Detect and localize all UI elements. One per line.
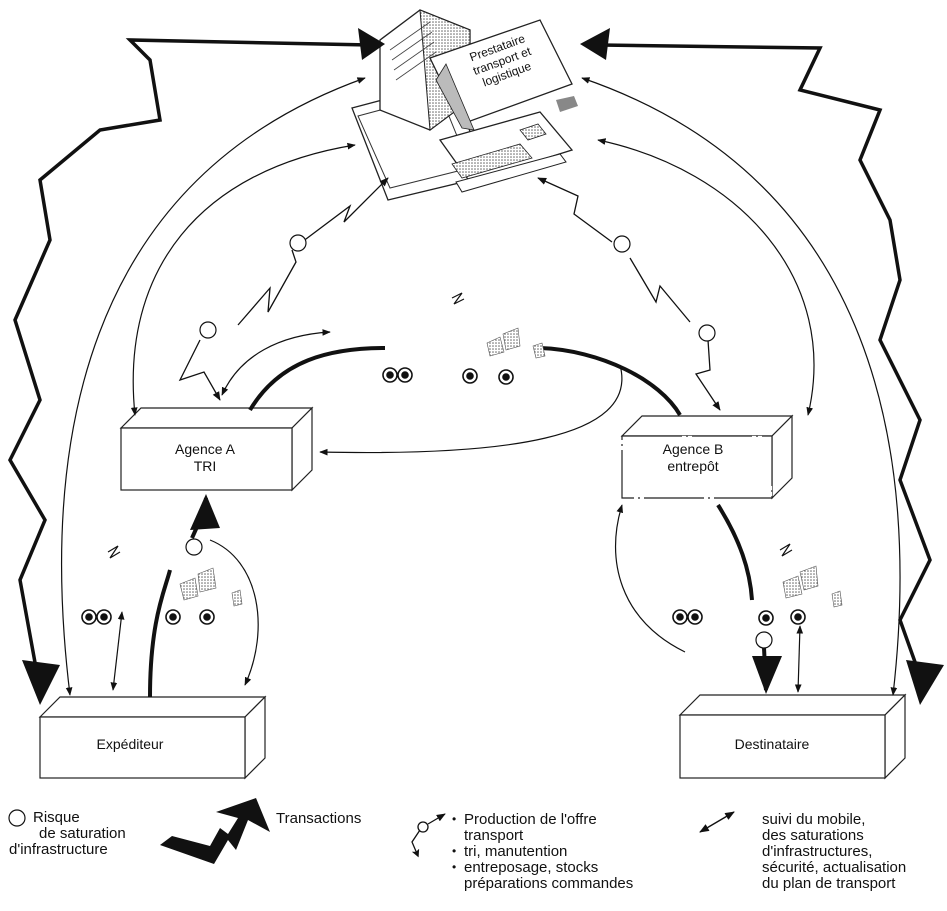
parcels xyxy=(179,327,843,608)
legend-production: Production de l'offre transport tri, man… xyxy=(452,811,634,892)
legend-production-item-2: tri, manutention xyxy=(452,843,633,860)
agence-b-line-2: entrepôt xyxy=(667,458,719,474)
legend-suivi: suivi du mobile, des saturations d'infra… xyxy=(762,812,906,892)
legend-tracking-icon xyxy=(699,811,735,833)
legend-risque: Risque de saturation d'infrastructure xyxy=(9,809,126,858)
legend-suivi-line-4: sécurité, actualisation xyxy=(762,859,907,876)
legend-production-item-1-cont: transport xyxy=(464,827,524,844)
agence-a-line-1: Agence A xyxy=(175,441,235,457)
legend-transactions: Transactions xyxy=(276,810,362,827)
transaction-arrow-right xyxy=(580,28,944,705)
legend-production-item-3-cont: préparations commandes xyxy=(464,875,634,892)
risk-circles xyxy=(185,234,773,649)
agence-arcs xyxy=(221,329,682,456)
destinataire-label: Destinataire xyxy=(734,736,810,752)
agence-b-label: Agence B entrepôt xyxy=(638,441,748,475)
legend-risque-line-2: de saturation xyxy=(39,825,126,842)
legend-suivi-line-1: suivi du mobile, xyxy=(762,811,866,828)
agence-a-line-2: TRI xyxy=(193,458,217,474)
legend-risk-icon xyxy=(8,809,26,827)
legend-suivi-line-2: des saturations xyxy=(762,827,864,844)
agence-b-line-1: Agence B xyxy=(662,441,724,457)
legend-risque-line-3: d'infrastructure xyxy=(9,841,108,858)
bottom-flows xyxy=(110,494,804,698)
legend-production-icon xyxy=(411,813,446,858)
legend-production-item-3: entreposage, stocks xyxy=(452,859,633,876)
expediteur-box xyxy=(38,695,267,780)
signal-marks xyxy=(107,292,793,559)
legend-production-item-1: Production de l'offre xyxy=(452,811,633,828)
legend-suivi-line-5: du plan de transport xyxy=(762,875,896,892)
legend-risque-line-1: Risque xyxy=(33,809,80,826)
transaction-arrow-left xyxy=(8,28,385,705)
lightning-links xyxy=(178,177,721,411)
agence-a-label: Agence A TRI xyxy=(150,441,260,475)
computer-illustration xyxy=(351,9,578,201)
legend-suivi-line-3: d'infrastructures, xyxy=(762,843,873,860)
expediteur-label: Expéditeur xyxy=(96,736,164,752)
destinataire-box xyxy=(678,693,907,780)
thin-arcs xyxy=(61,77,901,696)
legend-transactions-icon xyxy=(160,798,270,864)
vehicles xyxy=(81,367,806,626)
